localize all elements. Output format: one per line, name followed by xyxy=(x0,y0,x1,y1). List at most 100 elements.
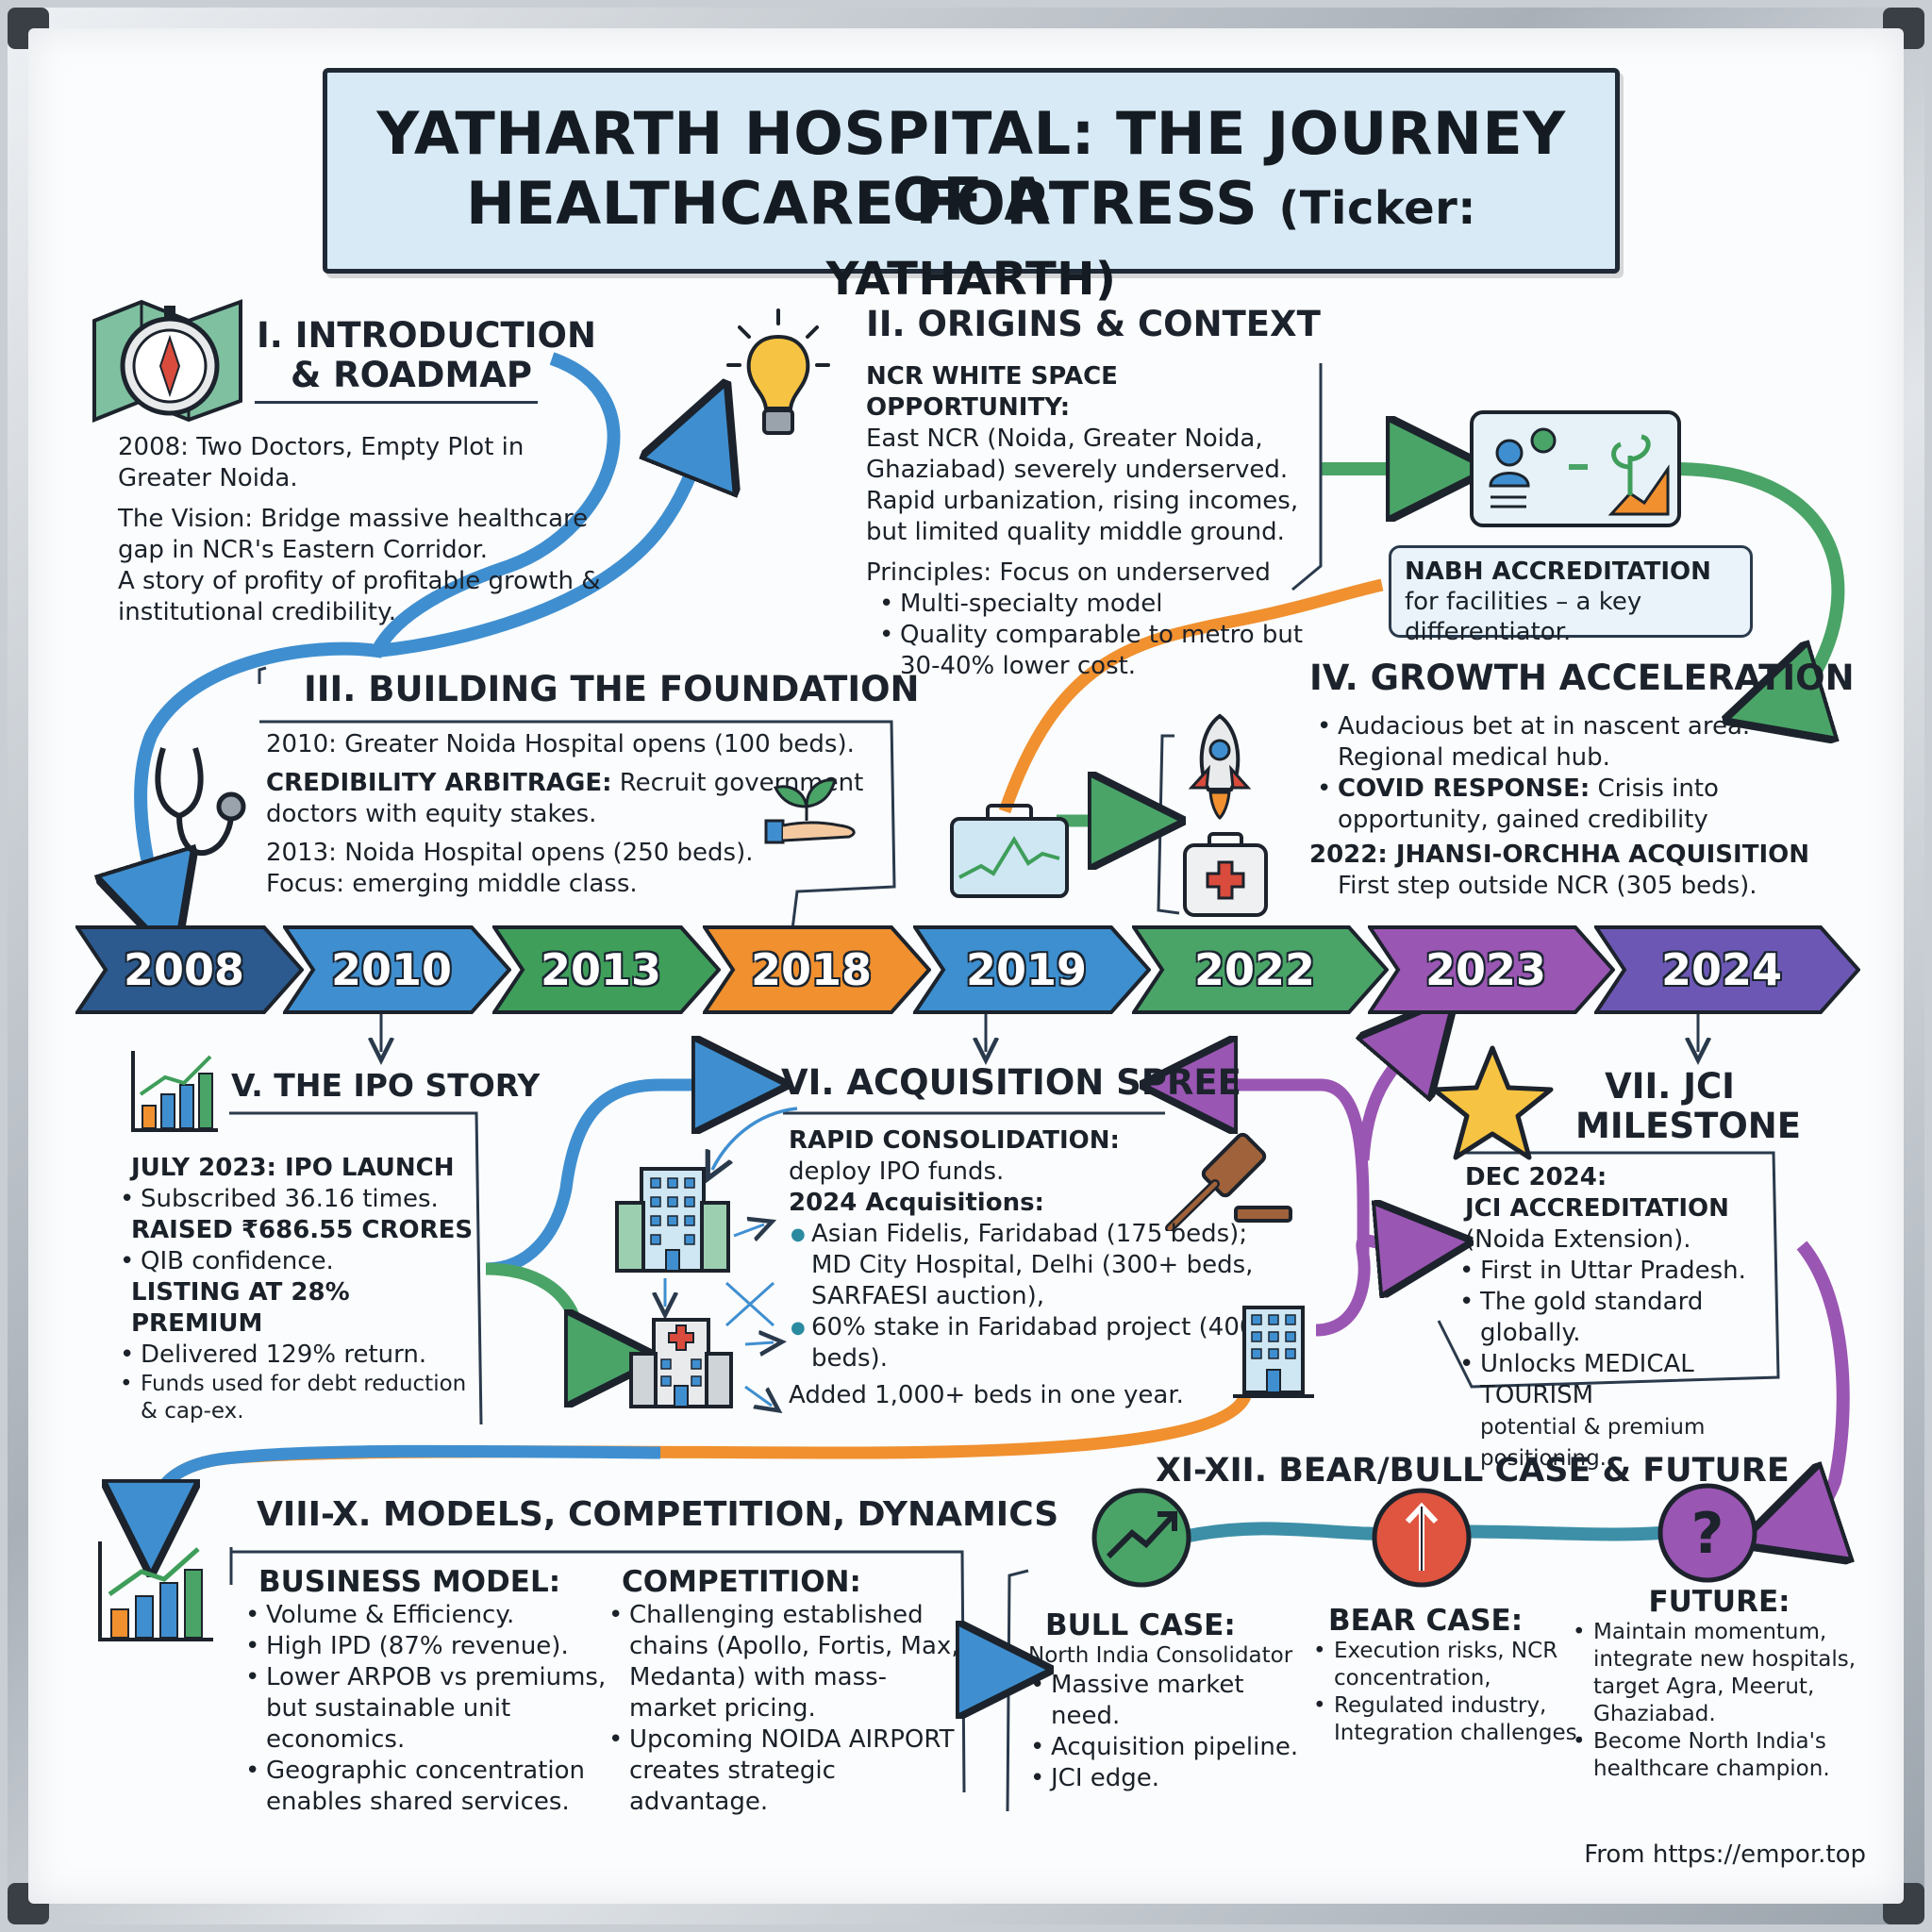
timeline-arrow-shape xyxy=(1594,925,1860,1014)
competition-bullet: Challenging established chains (Apollo, … xyxy=(607,1600,960,1724)
bull-bullet: Acquisition pipeline. xyxy=(1028,1732,1321,1763)
lightbulb-icon xyxy=(726,308,830,435)
sec2-bullet: Multi-specialty model xyxy=(877,589,1319,620)
future-bullet: Maintain momentum, integrate new hospita… xyxy=(1571,1619,1868,1728)
hospital-building-icon xyxy=(629,1318,733,1408)
sec7-location: (Noida Extension). xyxy=(1465,1225,1691,1254)
title-line1: YATHARTH HOSPITAL: THE JOURNEY OF A xyxy=(376,99,1566,234)
timeline-arrow xyxy=(283,925,511,1014)
sec7-heading: VII. JCI MILESTONE xyxy=(1575,1066,1801,1146)
growth-plant-icon xyxy=(1470,410,1681,527)
sec1-heading-line1: I. INTRODUCTION xyxy=(257,315,596,356)
sec1-heading: I. INTRODUCTION & ROADMAP xyxy=(257,316,596,395)
sec7-body: DEC 2024: JCI ACCREDITATION (Noida Exten… xyxy=(1457,1162,1807,1474)
sec2-body: NCR WHITE SPACE OPPORTUNITY: East NCR (N… xyxy=(866,361,1319,682)
business-model-bullet: Geographic concentration enables shared … xyxy=(243,1756,616,1818)
future-bullet: Become North India's healthcare champion… xyxy=(1571,1728,1868,1783)
ticker-label: (Ticker: YATHARTH) xyxy=(825,182,1476,306)
sec2-principles: Principles: Focus on underserved xyxy=(866,558,1271,587)
timeline-arrow xyxy=(913,925,1151,1014)
timeline-arrow-shape xyxy=(703,925,931,1014)
sec7-bullet: The gold standard globally. xyxy=(1457,1287,1807,1349)
bull-case: BULL CASE: North India Consolidator Mass… xyxy=(1028,1608,1321,1794)
sec4-bullets: Audacious bet at in nascent area. Region… xyxy=(1309,711,1838,836)
timeline-year: 2019 xyxy=(965,944,1088,995)
bar-chart-icon xyxy=(131,1051,218,1132)
sec5-body: JULY 2023: IPO LAUNCH Subscribed 36.16 t… xyxy=(118,1153,486,1425)
bear-bullet: Execution risks, NCR concentration, xyxy=(1311,1638,1585,1692)
title-line2: HEALTHCARE FORTRESS (Ticker: YATHARTH) xyxy=(327,171,1615,312)
sec6-lead2: deploy IPO funds. xyxy=(789,1158,1005,1186)
sec6-bullet: Asian Fidelis, Faridabad (175 beds); MD … xyxy=(789,1219,1279,1312)
sec7-jci: JCI ACCREDITATION xyxy=(1465,1194,1729,1223)
sec4-acq-text: First step outside NCR (305 beds). xyxy=(1338,872,1757,900)
title-banner: YATHARTH HOSPITAL: THE JOURNEY OF A HEAL… xyxy=(323,68,1620,306)
timeline-arrow-shape xyxy=(913,925,1151,1014)
timeline-year: 2024 xyxy=(1660,944,1783,995)
stethoscope-icon xyxy=(155,747,246,857)
sec4-bullet: Audacious bet at in nascent area. Region… xyxy=(1315,711,1838,774)
timeline-year: 2018 xyxy=(750,944,873,995)
sec5-listing: LISTING AT 28% PREMIUM xyxy=(131,1278,350,1338)
business-model-bullet: High IPD (87% revenue). xyxy=(243,1631,616,1662)
competition-bullets: Challenging established chains (Apollo, … xyxy=(607,1600,960,1818)
sec5-bullet: Subscribed 36.16 times. xyxy=(118,1184,486,1215)
sec5-bullets-c: Delivered 129% return. Funds used for de… xyxy=(118,1340,486,1425)
bull-trend-icon xyxy=(1091,1488,1191,1588)
star-icon xyxy=(1431,1045,1554,1160)
timeline-year: 2008 xyxy=(123,944,245,995)
competition-bullet: Upcoming NOIDA AIRPORT creates strategic… xyxy=(607,1724,960,1818)
business-model-heading: BUSINESS MODEL: xyxy=(258,1565,561,1599)
bull-bullet: JCI edge. xyxy=(1028,1763,1321,1794)
source-footer[interactable]: From https://empor.top xyxy=(1584,1840,1866,1869)
timeline-arrow-shape xyxy=(492,925,721,1014)
title-main: HEALTHCARE FORTRESS xyxy=(466,169,1258,238)
timeline-arrow-shape xyxy=(75,925,304,1014)
business-model-bullet: Volume & Efficiency. xyxy=(243,1600,616,1631)
sec4-body: Audacious bet at in nascent area. Region… xyxy=(1309,711,1838,902)
bull-case-bullets: Massive market need. Acquisition pipelin… xyxy=(1028,1670,1321,1794)
sec2-p1: East NCR (Noida, Greater Noida, Ghaziaba… xyxy=(866,425,1299,546)
sec3-p1: 2010: Greater Noida Hospital opens (100 … xyxy=(266,730,855,758)
sec5-ipo-launch: JULY 2023: IPO LAUNCH xyxy=(131,1154,455,1182)
timeline-arrow xyxy=(1368,925,1615,1014)
bear-case-heading: BEAR CASE: xyxy=(1328,1604,1524,1638)
competition: COMPETITION: Challenging established cha… xyxy=(607,1564,960,1818)
sec6-tail: Added 1,000+ beds in one year. xyxy=(789,1381,1184,1409)
bull-bullet: Massive market need. xyxy=(1028,1670,1321,1732)
tower-building-icon xyxy=(1233,1306,1314,1398)
sec5-bullets-a: Subscribed 36.16 times. xyxy=(118,1184,486,1215)
sec5-heading: V. THE IPO STORY xyxy=(231,1067,541,1104)
sec3-p2-bold: CREDIBILITY ARBITRAGE: xyxy=(266,769,612,797)
future-heading: FUTURE: xyxy=(1648,1585,1790,1619)
sec4-b2-rest: Crisis into opportunity, gained credibil… xyxy=(1338,774,1719,834)
business-model-bullets: Volume & Efficiency. High IPD (87% reven… xyxy=(243,1600,616,1818)
business-model: BUSINESS MODEL: Volume & Efficiency. Hig… xyxy=(243,1564,616,1818)
sec5-raised: RAISED ₹686.55 CRORES xyxy=(131,1216,474,1244)
sec8-heading: VIII-X. MODELS, COMPETITION, DYNAMICS xyxy=(257,1495,1059,1534)
timeline-year: 2023 xyxy=(1424,944,1547,995)
sec7-bullets: First in Uttar Pradesh. The gold standar… xyxy=(1457,1256,1807,1474)
timeline-arrow xyxy=(75,925,304,1014)
sec7-bullet: First in Uttar Pradesh. xyxy=(1457,1256,1807,1287)
sec7-heading-line1: VII. JCI xyxy=(1605,1066,1735,1107)
sec1-p2: The Vision: Bridge massive healthcare ga… xyxy=(118,505,589,564)
future-bullets: Maintain momentum, integrate new hospita… xyxy=(1571,1619,1868,1783)
sec5-bullet: Delivered 129% return. xyxy=(118,1340,486,1371)
sec2-lead: NCR WHITE SPACE OPPORTUNITY: xyxy=(866,362,1118,422)
bull-case-heading: BULL CASE: xyxy=(1045,1608,1236,1642)
timeline-year: 2010 xyxy=(330,944,453,995)
sec9-heading: XI-XII. BEAR/BULL CASE & FUTURE xyxy=(1156,1452,1790,1490)
sec5-bullet: Funds used for debt reduction & cap-ex. xyxy=(118,1371,486,1425)
nabh-bold: NABH ACCREDITATION xyxy=(1405,558,1711,586)
timeline-arrow-shape xyxy=(1132,925,1389,1014)
nabh-rest: for facilities – a key differentiator. xyxy=(1405,588,1642,646)
sec7-b3b: potential & premium positioning. xyxy=(1480,1415,1706,1471)
office-building-icon xyxy=(615,1167,730,1273)
sec1-heading-line2: & ROADMAP xyxy=(291,355,533,395)
timeline-arrow xyxy=(703,925,931,1014)
sec1-p3: A story of profity of profitable growth … xyxy=(118,567,601,626)
sec3-p3: 2013: Noida Hospital opens (250 beds). F… xyxy=(266,839,754,898)
first-aid-kit-icon xyxy=(1183,832,1268,917)
